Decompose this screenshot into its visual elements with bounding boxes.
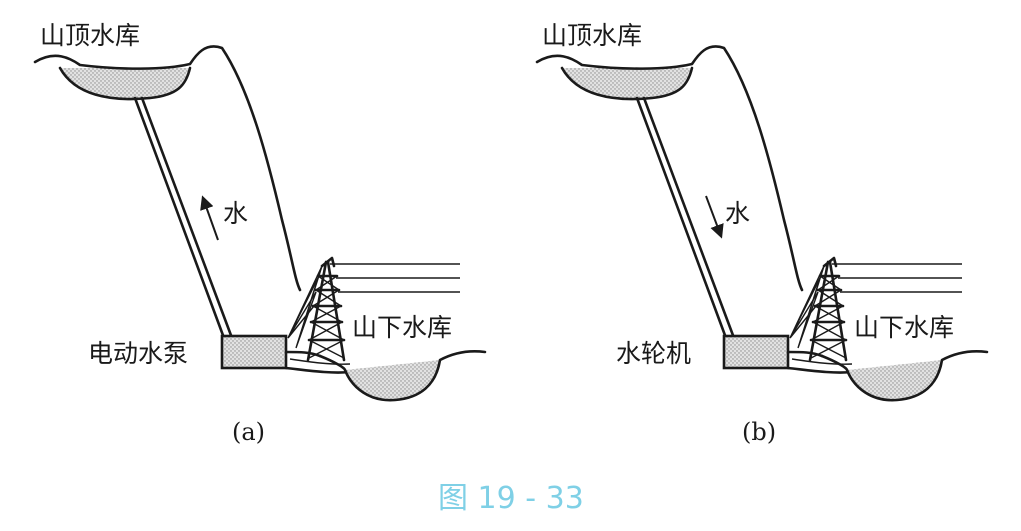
lower-reservoir-label: 山下水库 [854,313,954,342]
water-flow-arrow-down [705,195,724,239]
water-flow-arrow-up [200,195,219,241]
upper-reservoir-label: 山顶水库 [40,21,140,50]
panel-caption: (b) [742,418,776,446]
water-label: 水 [223,199,248,228]
figure-caption: 图 19 - 33 [438,481,584,516]
panel-a: 山顶水库 水 山下水库 电动水泵 (a) [33,21,487,446]
upper-reservoir-label: 山顶水库 [542,21,642,50]
machine-label: 水轮机 [616,339,691,368]
lower-reservoir-label: 山下水库 [352,313,452,342]
panel-caption: (a) [232,418,265,446]
panel-b: 山顶水库 水 山下水库 水轮机 (b) [535,21,989,446]
machine-label: 电动水泵 [88,339,188,368]
panel-b-illustration [535,45,989,402]
water-label: 水 [725,199,750,228]
